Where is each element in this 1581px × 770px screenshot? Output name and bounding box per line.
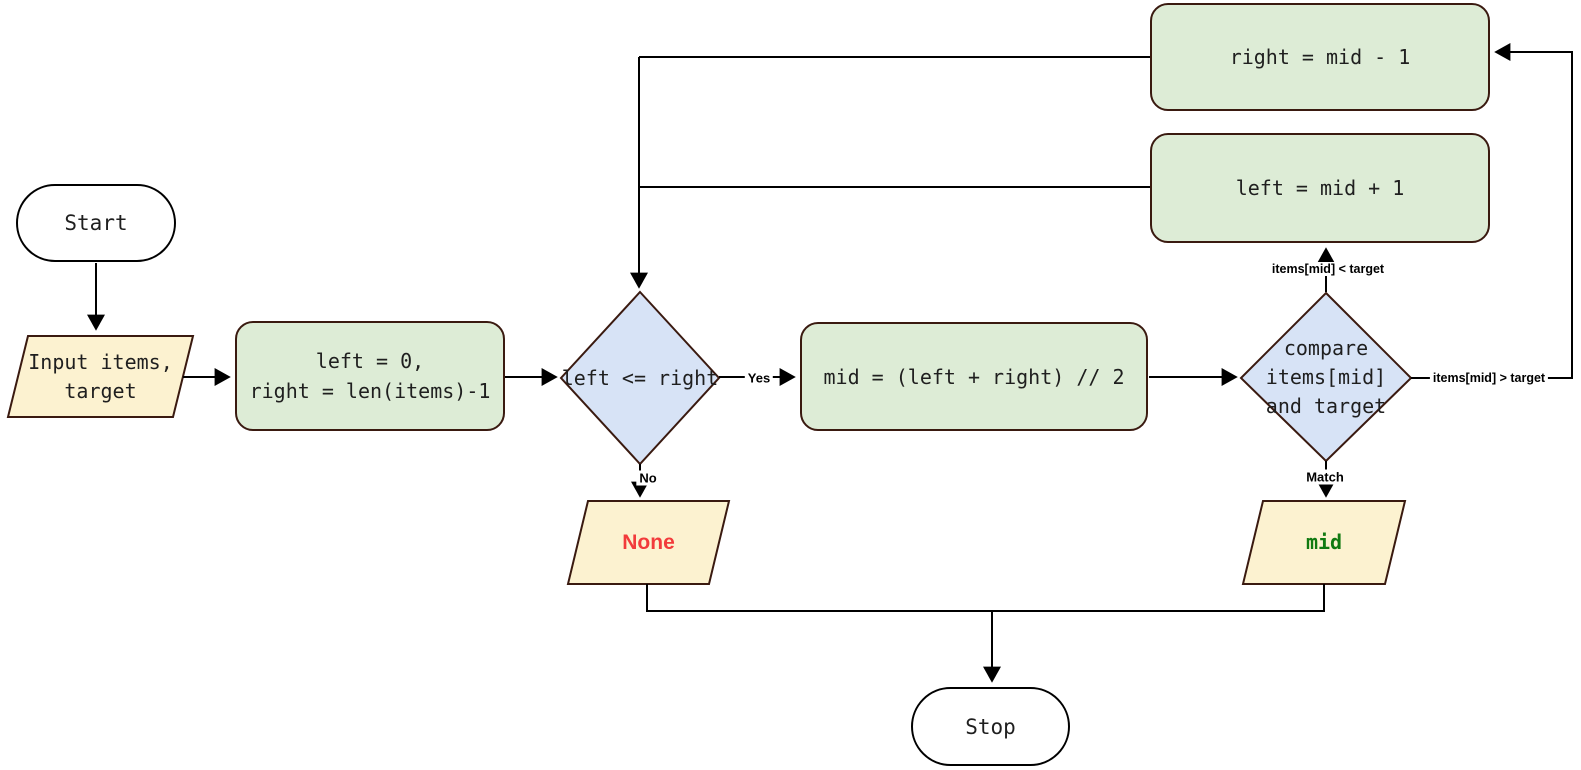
decision-loop-condition-shape [559,290,721,466]
edge-label-yes: Yes [744,370,774,386]
node-init: left = 0, right = len(items)-1 [235,321,505,431]
edge-label-match: Match [1303,469,1347,485]
node-stop: Stop [911,687,1070,766]
node-update-right: right = mid - 1 [1150,3,1490,111]
io-mid-shape [1241,500,1407,585]
decision-compare-shape [1239,291,1413,463]
edge-label-less-than: items[mid] < target [1268,262,1388,276]
edge-label-no: No [636,470,660,486]
io-none-shape [566,500,731,585]
node-start: Start [16,184,176,262]
io-input-shape [6,335,195,418]
node-update-left: left = mid + 1 [1150,133,1490,243]
node-compute-mid: mid = (left + right) // 2 [800,322,1148,431]
edge-label-greater-than: items[mid] > target [1429,371,1549,385]
